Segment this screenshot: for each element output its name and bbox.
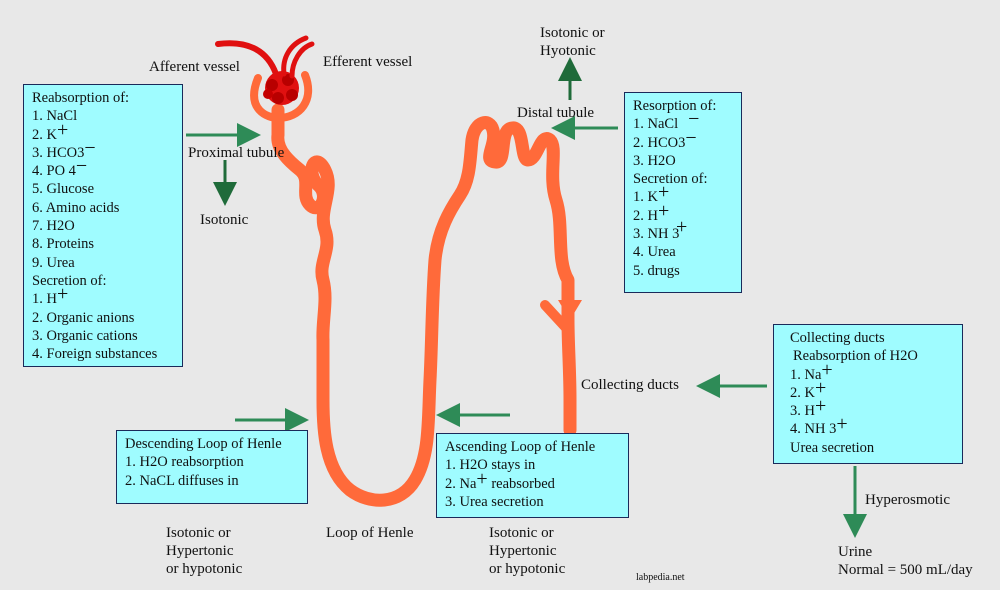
left-bottom-3: or hypotonic xyxy=(166,561,243,577)
efferent-arteriole-1 xyxy=(281,35,309,77)
ascending-box: Ascending Loop of Henle 1. H2O stays in … xyxy=(436,433,629,518)
efferent-arteriole-2 xyxy=(289,41,315,79)
top-right-label-2: Hyotonic xyxy=(540,43,596,59)
ascending-title: Ascending Loop of Henle xyxy=(445,439,596,455)
urine-label: Urine xyxy=(838,544,873,560)
collecting-item: 1. Na+ xyxy=(790,358,833,383)
distal-sec-title: Secretion of: xyxy=(633,171,708,188)
descending-title: Descending Loop of Henle xyxy=(125,436,282,452)
proximal-item: 5. Glucose xyxy=(32,181,95,198)
ascending-item: 2. Na+ reabsorbed xyxy=(445,467,555,492)
descending-item: 1. H2O reabsorption xyxy=(125,454,244,471)
mid-bottom-1: Isotonic or xyxy=(489,525,554,541)
urine-normal-label: Normal = 500 mL/day xyxy=(838,562,973,578)
collecting-item: 4. NH 3+ xyxy=(790,413,848,438)
distal-item: 3. H2O xyxy=(633,152,676,169)
ascending-item: 3. Urea secretion xyxy=(445,493,544,510)
left-bottom-2: Hypertonic xyxy=(166,543,234,559)
distal-item: 2. HCO3− xyxy=(633,126,697,151)
proximal-sec-item: 1. H+ xyxy=(32,283,69,308)
distal-title: Resorption of: xyxy=(633,98,717,114)
proximal-sec-item: 2. Organic anions xyxy=(32,309,135,326)
proximal-item: 9. Urea xyxy=(32,254,75,271)
collecting-footer: Urea secretion xyxy=(790,439,875,456)
hyperosmotic-label: Hyperosmotic xyxy=(865,492,950,508)
isotonic-label: Isotonic xyxy=(200,212,249,228)
afferent-label: Afferent vessel xyxy=(149,59,240,75)
collecting-title: Collecting ducts xyxy=(790,330,885,346)
collecting-branch xyxy=(540,300,573,335)
footer-credit: labpedia.net xyxy=(636,572,685,583)
distal-label: Distal tubule xyxy=(517,105,595,121)
ascending-item: 1. H2O stays in xyxy=(445,457,536,474)
proximal-item: 4. PO 4− xyxy=(32,155,88,180)
bowmans-capsule xyxy=(250,71,313,123)
nh3-plus: + xyxy=(676,216,688,238)
efferent-label: Efferent vessel xyxy=(323,54,413,70)
collecting-label: Collecting ducts xyxy=(581,377,679,393)
distal-sec-item: 3. NH 3 xyxy=(633,226,680,243)
distal-sec-item: 4. Urea xyxy=(633,244,676,261)
collecting-item: 2. K+ xyxy=(790,376,827,401)
distal-sec-item: 2. H+ xyxy=(633,199,670,224)
collecting-item: 3. H+ xyxy=(790,395,827,420)
descending-box: Descending Loop of Henle 1. H2O reabsorp… xyxy=(116,430,308,504)
nephron-tubule xyxy=(271,103,577,507)
glomerulus xyxy=(263,71,299,105)
proximal-item: 6. Amino acids xyxy=(32,199,120,216)
proximal-item: 1. NaCl xyxy=(32,108,78,125)
left-bottom-1: Isotonic or xyxy=(166,525,231,541)
proximal-sec-title: Secretion of: xyxy=(32,272,107,289)
proximal-label: Proximal tubule xyxy=(188,145,285,161)
mid-bottom-3: or hypotonic xyxy=(489,561,566,577)
distal-sec-item: 1. K+ xyxy=(633,181,670,206)
proximal-sec-item: 3. Organic cations xyxy=(32,327,138,344)
proximal-box: Reabsorption of: 1. NaCl 2. K+ 3. HCO3− … xyxy=(23,84,183,367)
top-right-label-1: Isotonic or xyxy=(540,25,605,41)
proximal-item: 7. H2O xyxy=(32,218,75,235)
proximal-title: Reabsorption of: xyxy=(32,90,130,106)
distal-sec-item: 5. drugs xyxy=(633,262,680,279)
proximal-item: 3. HCO3− xyxy=(32,136,96,161)
collecting-arrowhead xyxy=(558,300,582,320)
proximal-item: 8. Proteins xyxy=(32,236,95,253)
mid-bottom-2: Hypertonic xyxy=(489,543,557,559)
collecting-subtitle: Reabsorption of H2O xyxy=(793,348,918,365)
proximal-item: 2. K+ xyxy=(32,118,69,143)
loop-label: Loop of Henle xyxy=(326,525,414,541)
afferent-arteriole xyxy=(215,40,279,77)
descending-item: 2. NaCL diffuses in xyxy=(125,472,239,489)
distal-box: Resorption of: 1. NaCl − 2. HCO3− 3. H2O… xyxy=(624,92,742,293)
distal-item: 1. NaCl − xyxy=(633,108,700,133)
collecting-box: Collecting ducts Reabsorption of H2O 1. … xyxy=(773,324,963,464)
proximal-sec-item: 4. Foreign substances xyxy=(32,346,158,363)
